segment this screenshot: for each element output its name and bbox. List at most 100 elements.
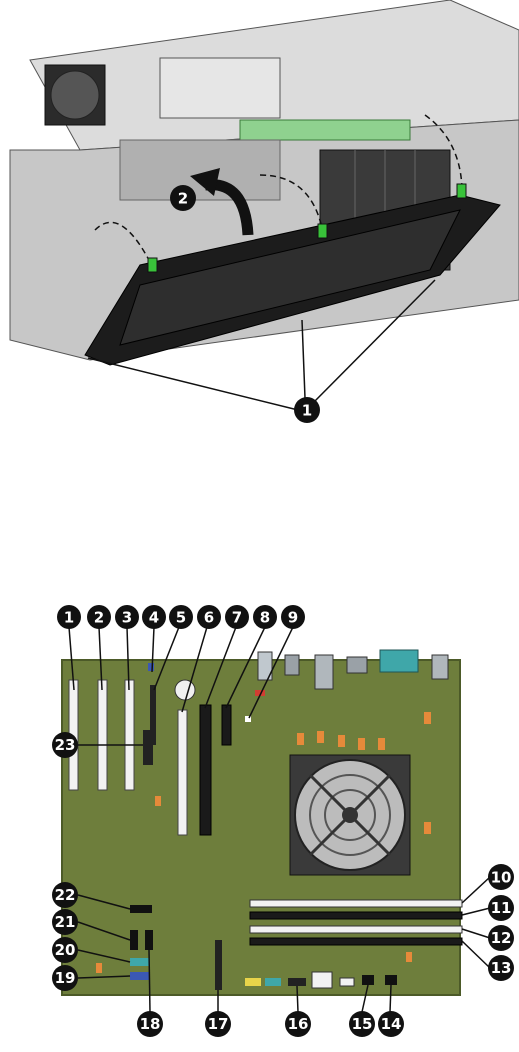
svg-text:6: 6 [204,609,214,627]
dimm-slot-1 [249,899,463,908]
leader-line [301,319,306,399]
callout-2: 2 [170,185,196,211]
svg-text:3: 3 [122,609,132,627]
callout-1: 1 [57,605,81,629]
svg-text:17: 17 [208,1015,229,1033]
callout-12: 12 [488,925,514,951]
sata-connector [130,958,150,966]
svg-text:10: 10 [491,869,512,887]
callout-3: 3 [115,605,139,629]
fan-connector [385,975,397,985]
callout-6: 6 [197,605,221,629]
power-supply [159,57,281,119]
dimm-slot-2 [249,911,463,920]
sata-connector [130,905,152,913]
sata-connector [130,930,138,950]
pci-slot-2 [97,679,108,791]
internal-board [119,139,281,201]
pcie-x4-slot [221,704,232,746]
rear-io-port [284,654,300,676]
callout-9: 9 [281,605,305,629]
capacitor [297,733,304,745]
pcie-x16-slot [199,704,212,836]
svg-text:9: 9 [288,609,298,627]
callout-17: 17 [205,1011,231,1037]
capacitor [378,738,385,750]
sata-connector [145,930,153,950]
processor-fan-ring [324,789,376,841]
callout-16: 16 [285,1011,311,1037]
leader-line [311,279,436,405]
capacitor [96,963,102,973]
pcie-x1-slot [177,709,188,836]
callout-5: 5 [169,605,193,629]
callout-22: 22 [52,882,78,908]
header-connector [265,978,281,986]
capacitor [406,952,412,962]
processor-fan-hub [342,807,358,823]
svg-text:7: 7 [232,609,242,627]
svg-text:13: 13 [491,959,512,977]
processor-fan-ring [309,774,391,856]
fan-connector [362,975,374,985]
svg-text:1: 1 [64,609,74,627]
header-connector [245,978,261,986]
callout-23: 23 [52,732,78,758]
chassis-bezel-figure: 1 2 [9,0,519,423]
header-connector [148,663,154,671]
battery [174,679,196,701]
bezel-swing-path [424,114,463,189]
sata-connector [130,972,150,980]
leader-lines [68,626,491,1013]
svg-text:23: 23 [55,736,76,754]
header-connector [143,730,153,765]
bezel-tab [317,223,328,239]
svg-text:20: 20 [55,941,76,959]
bezel-tab [147,257,158,273]
svg-text:5: 5 [176,609,186,627]
bezel-tab [456,183,467,199]
rear-io-port [431,654,449,680]
capacitor [317,731,324,743]
capacitor [424,822,431,834]
capacitor [424,712,431,724]
callout-15: 15 [349,1011,375,1037]
callout-11: 11 [488,895,514,921]
svg-text:14: 14 [381,1015,402,1033]
rotate-arrow-head [190,168,220,196]
callout-2: 2 [87,605,111,629]
svg-text:1: 1 [302,402,312,420]
bezel-swing-path [259,174,323,229]
capacitor [338,735,345,747]
callout-19: 19 [52,965,78,991]
red-jumper [255,690,265,696]
header-connector [150,685,156,745]
svg-text:19: 19 [55,969,76,987]
svg-text:11: 11 [491,899,512,917]
header-connector [339,977,355,987]
dimm-slot-3 [249,925,463,934]
system-board-figure: 1 2 3 4 5 6 7 8 9 10 11 12 13 14 15 16 1… [52,605,514,1037]
svg-text:12: 12 [491,929,512,947]
callout-20: 20 [52,937,78,963]
header-connector [215,940,222,990]
leader-line [87,357,299,411]
svg-text:22: 22 [55,886,76,904]
svg-text:18: 18 [140,1015,161,1033]
svg-text:8: 8 [260,609,270,627]
rear-io-port [314,654,334,690]
power-connector [311,971,333,989]
callout-1: 1 [294,397,320,423]
callout-10: 10 [488,864,514,890]
callout-13: 13 [488,955,514,981]
svg-text:2: 2 [94,609,104,627]
callout-4: 4 [142,605,166,629]
header-connector [288,978,306,986]
capacitor [358,738,365,750]
callout-8: 8 [253,605,277,629]
capacitor [155,796,161,806]
chassis-fan-blades [50,70,100,120]
svg-text:2: 2 [178,190,188,208]
rear-io-port [346,656,368,674]
